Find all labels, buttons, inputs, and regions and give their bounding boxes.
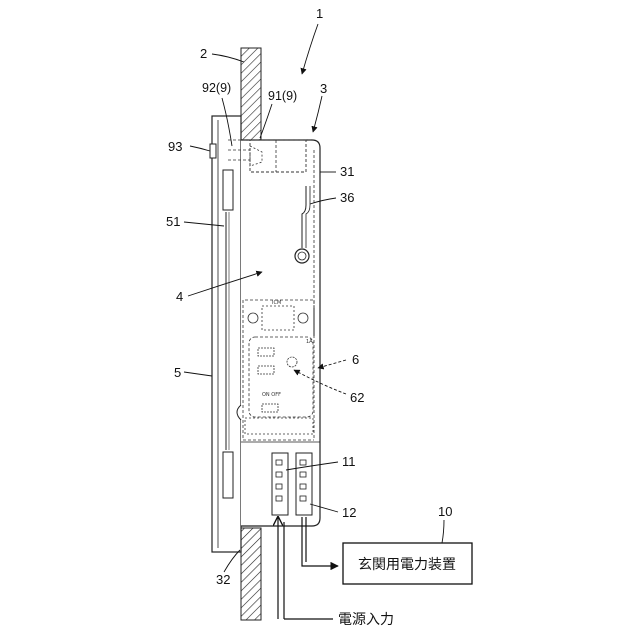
breaker-top-label: ICM <box>272 300 281 306</box>
label-36: 36 <box>340 190 354 205</box>
cover-hinge-bottom <box>223 452 233 498</box>
breaker-side-label: 1A <box>306 339 313 345</box>
label-4: 4 <box>176 289 183 304</box>
leader-32 <box>224 550 240 572</box>
label-93: 93 <box>168 139 182 154</box>
label-10: 10 <box>438 504 452 519</box>
leader-2 <box>212 54 244 62</box>
hook-36-ring <box>295 249 309 263</box>
label-51: 51 <box>166 214 180 229</box>
label-6: 6 <box>352 352 359 367</box>
leader-10 <box>442 520 444 543</box>
label-32: 32 <box>216 572 230 587</box>
label-3: 3 <box>320 81 327 96</box>
power-input-label: 電源入力 <box>338 612 394 628</box>
label-31: 31 <box>340 164 354 179</box>
label-92: 92(9) <box>202 81 231 95</box>
leader-6 <box>318 360 346 368</box>
leader-93 <box>190 146 210 151</box>
device-box-text: 玄関用電力装置 <box>358 556 456 573</box>
wiring <box>278 517 338 619</box>
label-62: 62 <box>350 390 364 405</box>
leader-5 <box>184 372 212 376</box>
wall-lower-hatch <box>241 528 261 620</box>
leader-3 <box>313 96 322 132</box>
label-2: 2 <box>200 46 207 61</box>
label-91: 91(9) <box>268 89 297 103</box>
device-box-10: 玄関用電力装置 <box>343 543 472 584</box>
cover-hinge-top <box>223 170 233 210</box>
label-12: 12 <box>342 505 356 520</box>
label-11: 11 <box>342 454 356 469</box>
latch-93 <box>210 144 216 158</box>
label-5: 5 <box>174 365 181 380</box>
leader-1 <box>302 24 318 74</box>
label-1: 1 <box>316 6 323 21</box>
front-cover <box>210 116 241 552</box>
breaker-mid-label: ON OFF <box>262 392 281 398</box>
leader-91 <box>260 104 272 138</box>
